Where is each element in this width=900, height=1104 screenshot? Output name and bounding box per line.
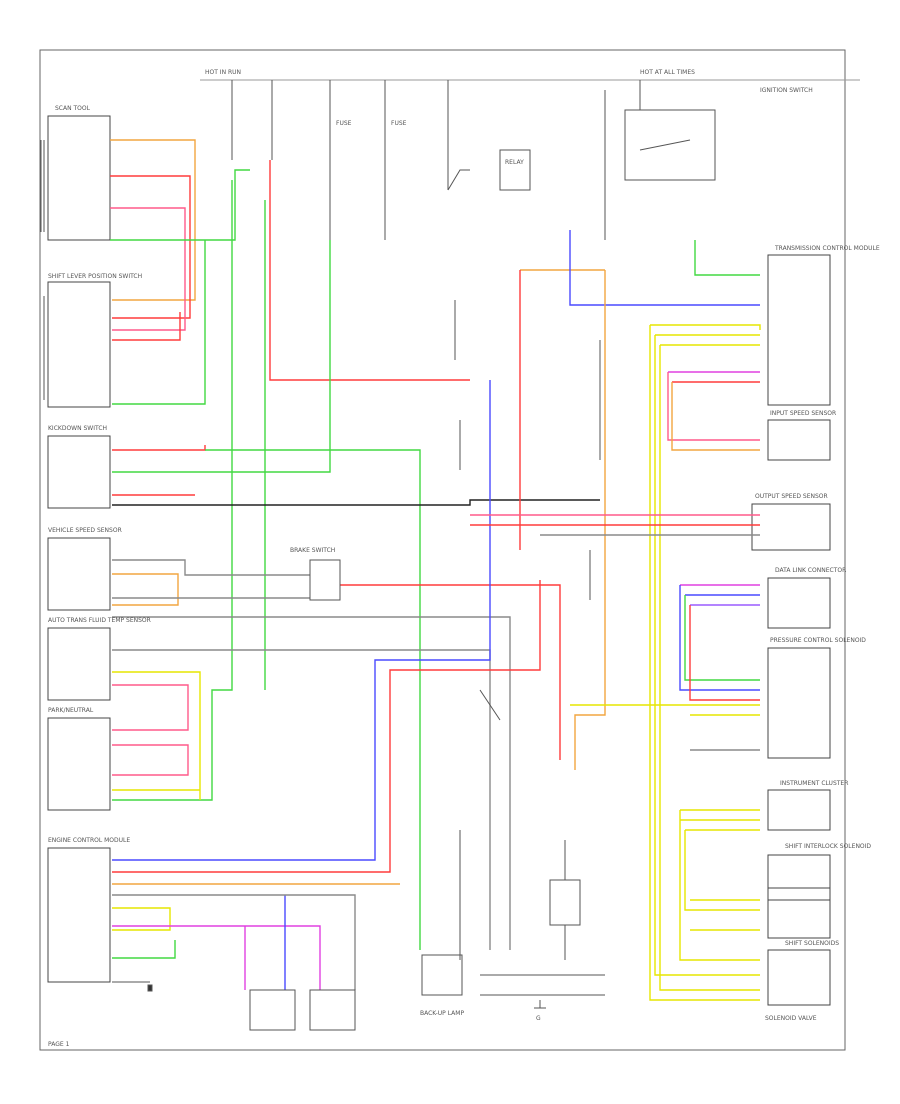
component-block-r2 — [767, 419, 831, 461]
label-fuse-2: FUSE — [391, 120, 407, 127]
component-block-6 — [47, 717, 111, 811]
wire-bundle-lower-left — [112, 380, 541, 990]
component-block-r8 — [767, 887, 831, 939]
label-speed-sensor: VEHICLE SPEED SENSOR — [48, 527, 122, 534]
component-block-4 — [47, 537, 111, 611]
label-data-link: DATA LINK CONNECTOR — [775, 567, 846, 574]
top-switches — [200, 79, 860, 240]
label-scan-tool: SCAN TOOL — [55, 105, 91, 112]
wire-bundle-right — [470, 230, 761, 1001]
component-block-r3 — [751, 503, 831, 551]
component-block-7 — [47, 847, 111, 983]
label-ats-sensor: AUTO TRANS FLUID TEMP SENSOR — [48, 617, 151, 624]
label-brake-switch: BRAKE SWITCH — [290, 547, 335, 554]
label-interlock: SHIFT INTERLOCK SOLENOID — [785, 843, 871, 850]
diagram-labels: HOT IN RUN HOT AT ALL TIMES FUSE FUSE IG… — [48, 69, 880, 1048]
label-fuse-1: FUSE — [336, 120, 352, 127]
component-block-5 — [47, 627, 111, 701]
component-block-r1 — [767, 254, 831, 406]
component-block-3 — [47, 435, 111, 509]
label-instrument: INSTRUMENT CLUSTER — [780, 780, 848, 787]
component-block-r6 — [767, 789, 831, 831]
component-block-r7 — [767, 854, 831, 901]
component-block-1 — [47, 115, 111, 241]
left-connector-tabs — [40, 140, 45, 400]
label-pressure-ctrl: PRESSURE CONTROL SOLENOID — [770, 637, 866, 644]
label-hot-at-all: HOT AT ALL TIMES — [640, 69, 695, 76]
label-solenoid-valve: SOLENOID VALVE — [765, 1015, 817, 1022]
label-ignition-switch: IGNITION SWITCH — [760, 87, 813, 94]
label-page: PAGE 1 — [48, 1041, 70, 1048]
label-tcm: TRANSMISSION CONTROL MODULE — [774, 245, 880, 252]
label-park-neutral: PARK/NEUTRAL — [48, 707, 94, 714]
label-shift-solenoids: SHIFT SOLENOIDS — [785, 940, 839, 947]
label-output-speed: OUTPUT SPEED SENSOR — [755, 493, 828, 500]
label-ground: G — [536, 1015, 541, 1022]
wire-bundle-top-left — [110, 139, 470, 801]
label-hot-run: HOT IN RUN — [205, 69, 241, 76]
label-backup: BACK-UP LAMP — [420, 1010, 464, 1017]
label-relay: RELAY — [505, 159, 524, 166]
wire-bundle-mid-left — [112, 240, 600, 950]
component-block-r5 — [767, 647, 831, 759]
label-ecm: ENGINE CONTROL MODULE — [48, 837, 130, 844]
diagram-border — [39, 49, 846, 1051]
component-block-r4 — [767, 577, 831, 629]
label-kickdown: KICKDOWN SWITCH — [48, 425, 107, 432]
label-shift-lever: SHIFT LEVER POSITION SWITCH — [48, 273, 142, 280]
component-block-r9 — [767, 949, 831, 1006]
center-components — [112, 300, 605, 1031]
label-input-speed: INPUT SPEED SENSOR — [770, 410, 836, 417]
component-block-2 — [47, 281, 111, 408]
